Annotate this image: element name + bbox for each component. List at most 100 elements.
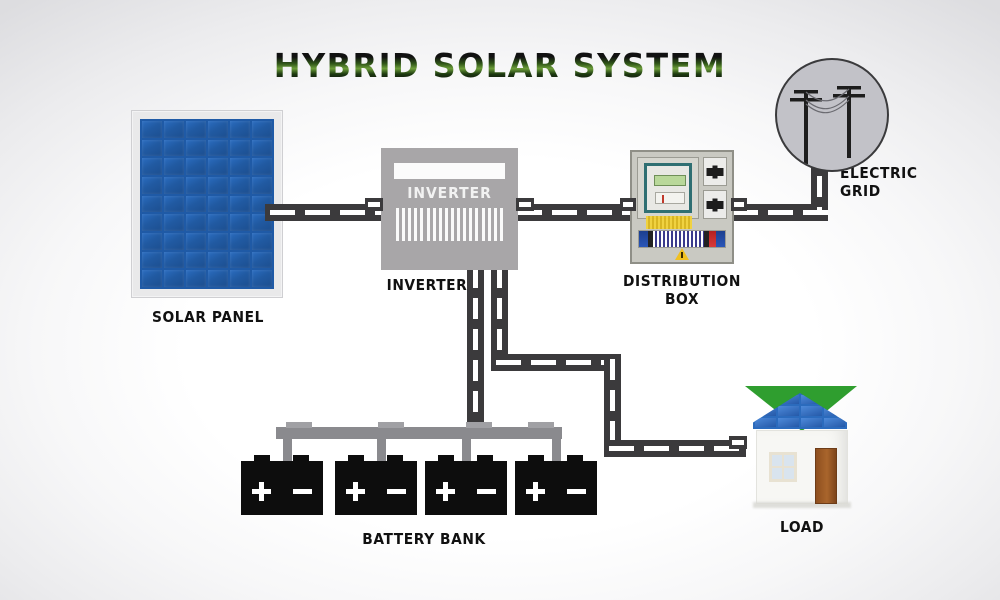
battery-body xyxy=(241,468,323,515)
solar-cell xyxy=(186,251,206,269)
solar-panel-cell-grid xyxy=(140,119,274,289)
battery-body xyxy=(425,468,507,515)
busbar-drop xyxy=(283,439,292,472)
solar-cell xyxy=(164,232,184,250)
inverter-vents xyxy=(396,208,503,241)
battery-unit[interactable] xyxy=(515,455,597,515)
house-shadow xyxy=(753,502,851,508)
solar-cell xyxy=(230,121,250,138)
cable-to-load-riser xyxy=(604,354,621,449)
battery-top xyxy=(335,455,417,468)
solar-cell xyxy=(252,251,272,269)
breaker-switch[interactable] xyxy=(703,190,727,219)
solar-cell xyxy=(186,232,206,250)
solar-cell xyxy=(186,121,206,138)
solar-cell xyxy=(252,139,272,157)
battery-unit[interactable] xyxy=(335,455,417,515)
solar-cell xyxy=(164,251,184,269)
page-title: HYBRID SOLAR SYSTEM xyxy=(15,46,985,85)
solar-cell xyxy=(252,232,272,250)
battery-bank-label: BATTERY BANK xyxy=(362,530,486,548)
breaker-switch[interactable] xyxy=(703,157,727,186)
battery-terminal-nub xyxy=(254,455,270,463)
solar-cell xyxy=(164,176,184,194)
meter-dial xyxy=(655,192,685,204)
battery-terminal-nub xyxy=(293,455,309,463)
solar-cell xyxy=(230,139,250,157)
meter-pane xyxy=(637,157,699,219)
solar-cell xyxy=(230,176,250,194)
battery-body xyxy=(515,468,597,515)
busbar-drop xyxy=(552,439,561,472)
battery-positive-icon xyxy=(526,482,545,501)
dbox-output-port xyxy=(731,198,747,211)
solar-cell xyxy=(142,176,162,194)
solar-cell xyxy=(252,158,272,175)
busbar-drop xyxy=(377,439,386,472)
solar-cell xyxy=(208,121,228,138)
battery-positive-icon xyxy=(436,482,455,501)
solar-cell xyxy=(230,232,250,250)
busbar-cap xyxy=(378,422,404,428)
battery-unit[interactable] xyxy=(241,455,323,515)
battery-cap xyxy=(241,461,323,468)
battery-top xyxy=(425,455,507,468)
solar-cell xyxy=(164,121,184,138)
breaker-column xyxy=(703,157,727,219)
solar-cell xyxy=(252,176,272,194)
inverter[interactable]: INVERTER xyxy=(381,148,518,270)
solar-cell xyxy=(186,139,206,157)
solar-cell xyxy=(164,214,184,231)
battery-busbar xyxy=(276,422,562,439)
solar-cell xyxy=(164,158,184,175)
battery-terminal-nub xyxy=(438,455,454,463)
battery-terminal-nub xyxy=(477,455,493,463)
solar-cell xyxy=(186,158,206,175)
solar-panel[interactable] xyxy=(131,110,283,298)
solar-cell xyxy=(142,195,162,213)
house-input-port xyxy=(729,436,747,449)
solar-cell xyxy=(230,251,250,269)
cable-to-load-final xyxy=(604,440,746,457)
solar-cell xyxy=(142,214,162,231)
terminal-strip xyxy=(638,230,726,248)
distribution-box-upper xyxy=(637,157,727,219)
solar-cell xyxy=(252,121,272,138)
utility-pole-wires xyxy=(790,86,865,164)
battery-top xyxy=(241,455,323,468)
battery-negative-icon xyxy=(477,489,496,494)
distribution-box[interactable] xyxy=(630,150,734,264)
solar-cell xyxy=(208,270,228,287)
solar-cell xyxy=(208,176,228,194)
busbar-drop xyxy=(462,439,471,472)
solar-cell xyxy=(230,214,250,231)
battery-terminal-nub xyxy=(567,455,583,463)
battery-unit[interactable] xyxy=(425,455,507,515)
warning-triangle-icon xyxy=(675,248,689,260)
inverter-display-text: INVERTER xyxy=(407,184,492,202)
battery-cap xyxy=(335,461,417,468)
solar-cell xyxy=(142,121,162,138)
energy-meter-icon xyxy=(644,163,692,213)
battery-negative-icon xyxy=(387,489,406,494)
solar-cell xyxy=(208,139,228,157)
battery-terminal-nub xyxy=(387,455,403,463)
battery-terminal-nub xyxy=(348,455,364,463)
battery-top xyxy=(515,455,597,468)
battery-negative-icon xyxy=(293,489,312,494)
solar-cell xyxy=(208,251,228,269)
dbox-input-port xyxy=(620,198,636,211)
solar-cell xyxy=(208,214,228,231)
battery-positive-icon xyxy=(346,482,365,501)
solar-cell xyxy=(230,158,250,175)
solar-panel-label: SOLAR PANEL xyxy=(152,308,264,326)
electric-grid-icon[interactable] xyxy=(775,58,889,172)
house-door[interactable] xyxy=(815,448,837,504)
solar-cell xyxy=(142,139,162,157)
solar-cell xyxy=(186,195,206,213)
battery-cap xyxy=(425,461,507,468)
load-house[interactable] xyxy=(729,386,861,512)
busbar-cap xyxy=(286,422,312,428)
inverter-label: INVERTER xyxy=(386,276,468,294)
